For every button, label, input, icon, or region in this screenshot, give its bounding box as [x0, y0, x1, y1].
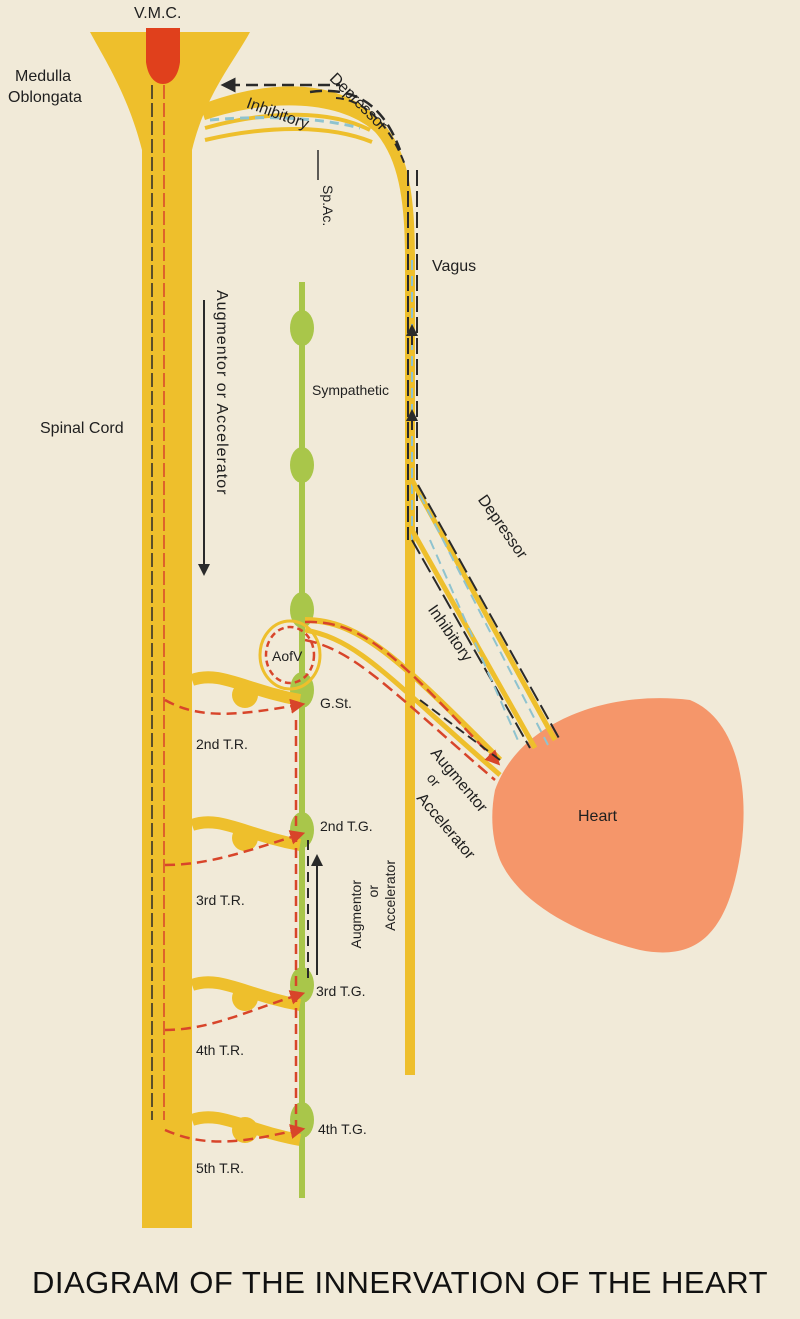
ganglion-1	[290, 310, 314, 346]
or-small-label: or	[365, 885, 381, 898]
vmc-center	[146, 28, 180, 84]
tg2-label: 2nd T.G.	[320, 818, 373, 834]
sp-ac-label: Sp.Ac.	[320, 185, 336, 227]
tr4-label: 4th T.R.	[196, 1042, 244, 1058]
medulla-label: Medulla	[15, 68, 72, 85]
diagram-title: DIAGRAM OF THE INNERVATION OF THE HEART	[31, 1265, 769, 1300]
spinal-cord-label: Spinal Cord	[40, 420, 124, 437]
tg4-label: 4th T.G.	[318, 1121, 367, 1137]
oblongata-label: Oblongata	[8, 89, 82, 106]
vmc-label: V.M.C.	[134, 5, 182, 22]
tr3-label: 3rd T.R.	[196, 892, 245, 908]
vagus-label: Vagus	[432, 258, 477, 275]
augmentor-vertical-label: Augmentor or Accelerator	[213, 290, 230, 496]
ganglion-4th-tg	[290, 1102, 314, 1138]
g-st-label: G.St.	[320, 695, 352, 711]
a-of-v-label: AofV	[272, 648, 303, 664]
tr5-label: 5th T.R.	[196, 1160, 244, 1176]
augmentor-small-label: Augmentor	[348, 880, 364, 949]
tg3-label: 3rd T.G.	[316, 983, 366, 999]
spinal-cord-shape	[90, 32, 250, 1228]
sympathetic-label: Sympathetic	[312, 382, 390, 398]
heart-shape	[492, 698, 744, 953]
accelerator-small-label: Accelerator	[382, 860, 398, 931]
tr2-label: 2nd T.R.	[196, 736, 248, 752]
heart-label: Heart	[578, 808, 618, 825]
annulus-loop	[264, 625, 316, 685]
ganglion-2	[290, 447, 314, 483]
thoracic-rami	[164, 671, 306, 1146]
